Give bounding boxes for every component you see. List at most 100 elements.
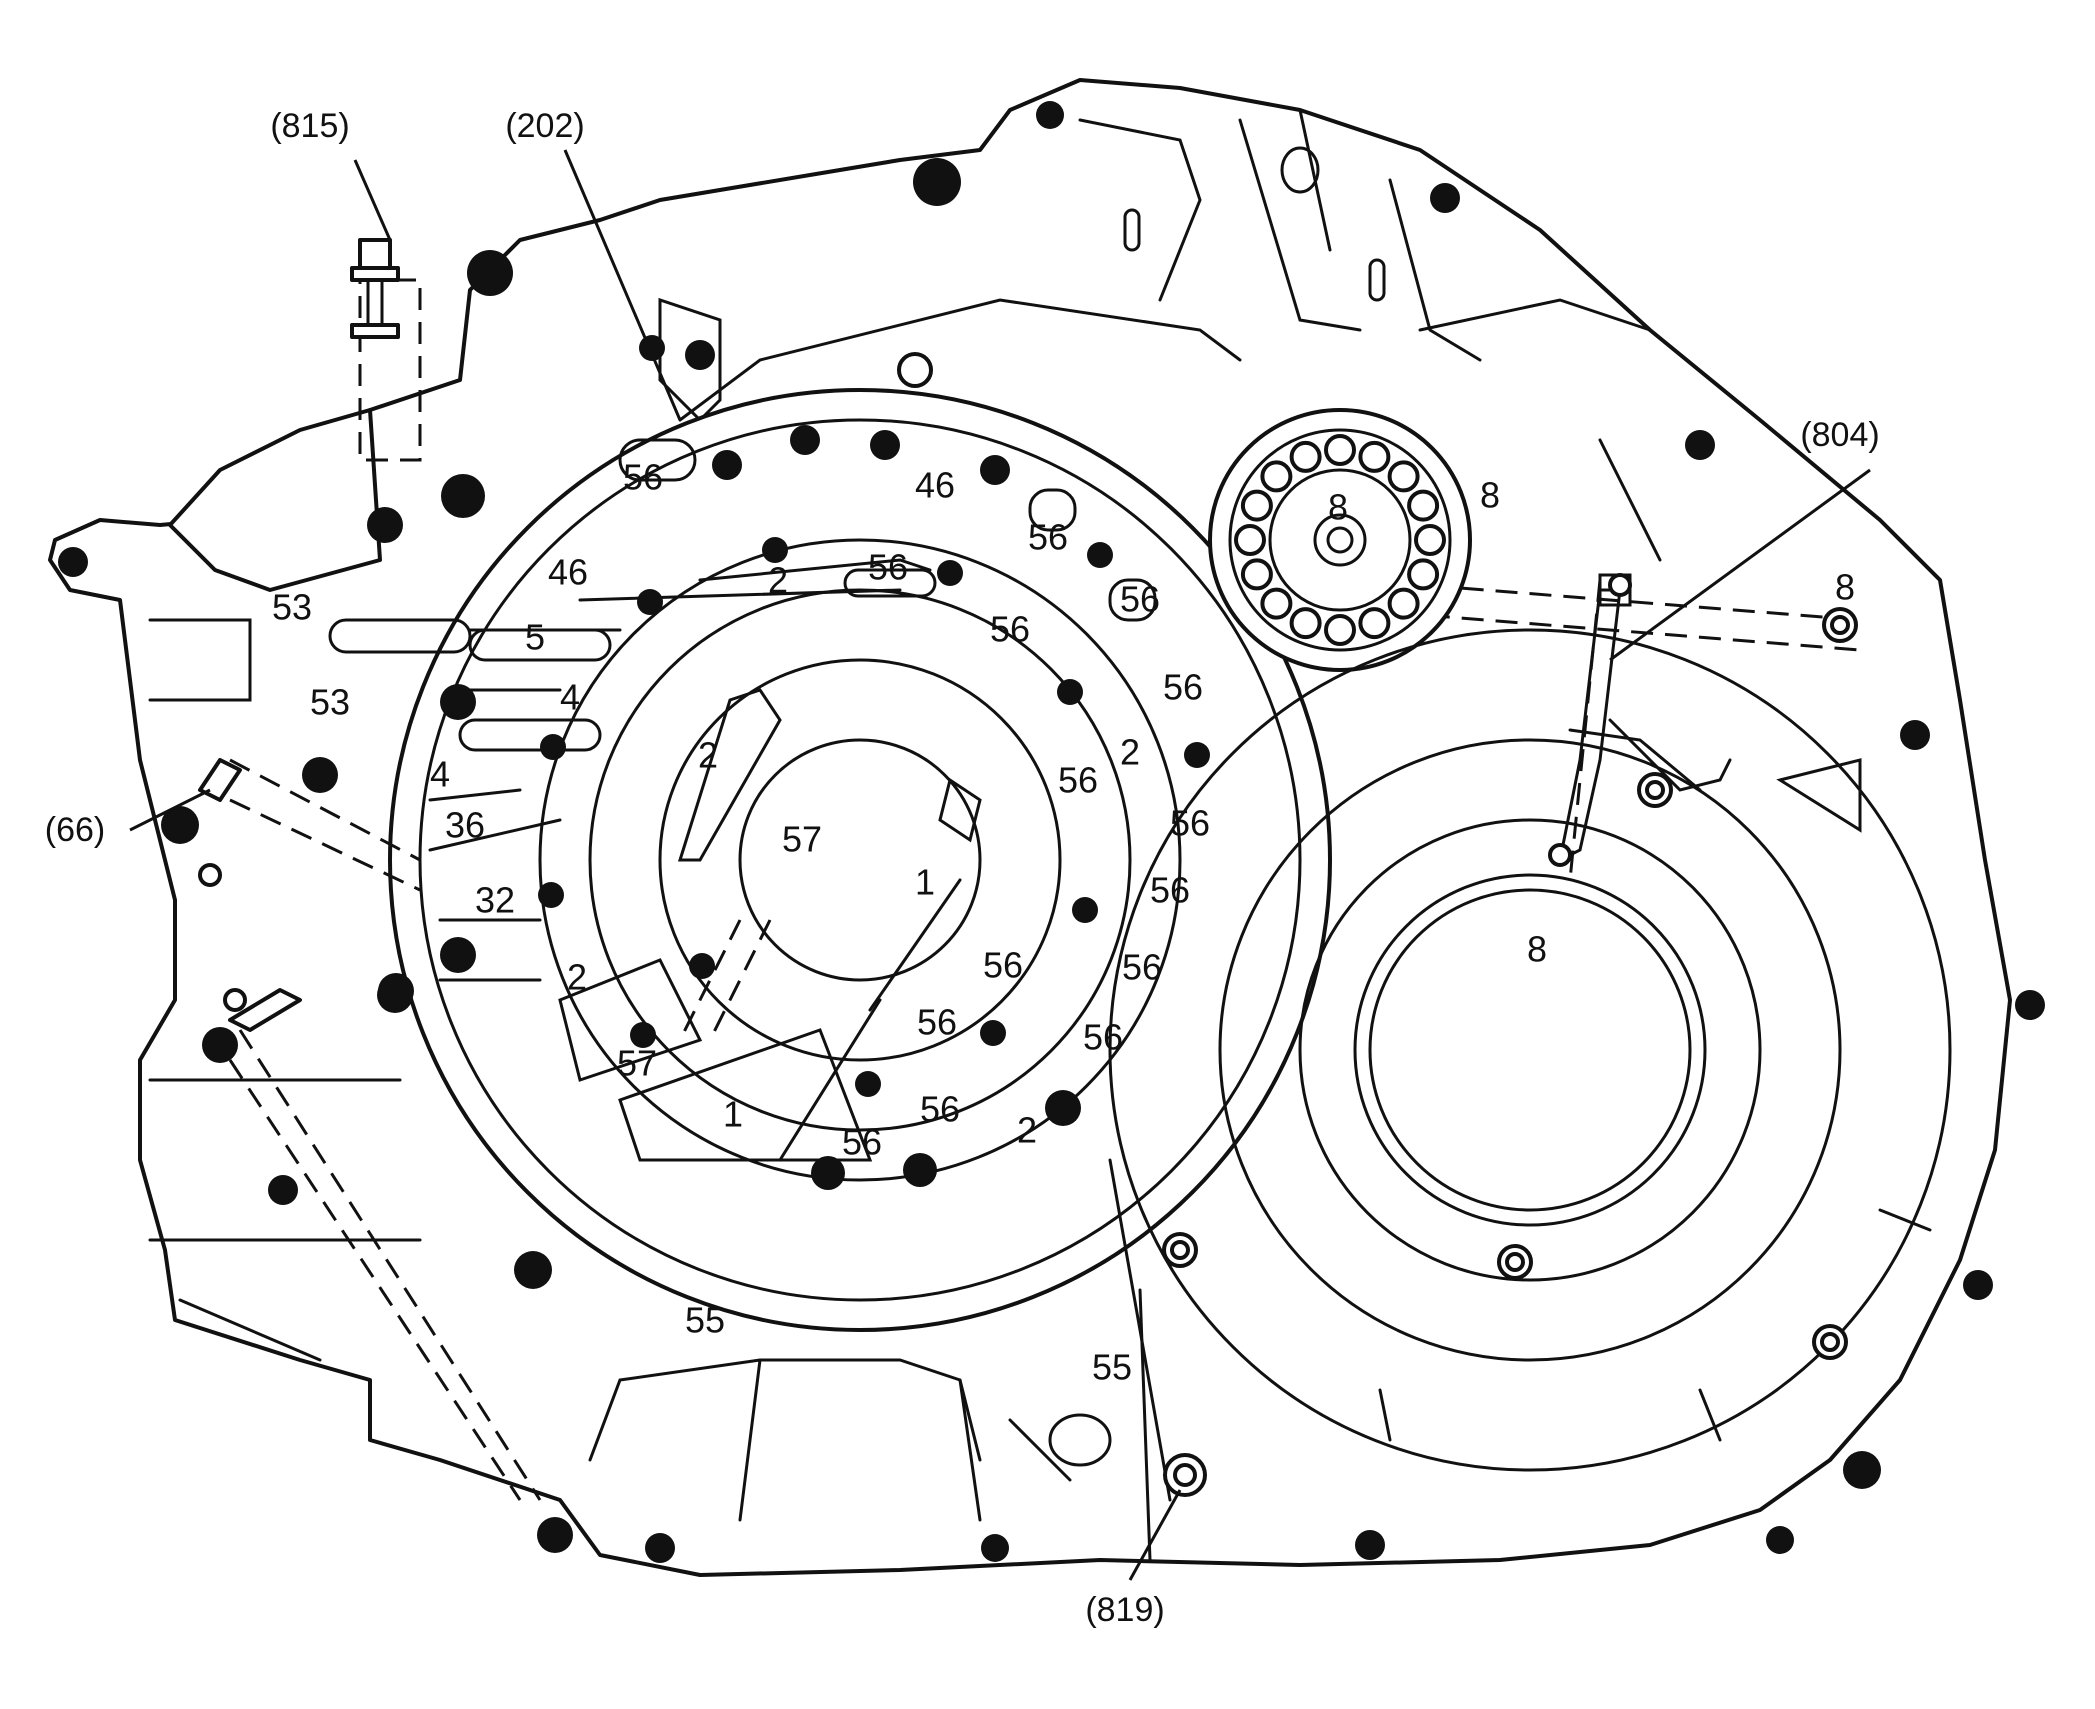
- port-label: 55: [685, 1300, 725, 1341]
- bolt-hole: [268, 1175, 298, 1205]
- bolt-hole: [440, 937, 476, 973]
- port-label: 2: [698, 735, 718, 776]
- bolt-hole: [645, 1533, 675, 1563]
- bolt-hole: [762, 537, 788, 563]
- bolt-hole: [790, 425, 820, 455]
- bolt-hole: [1355, 1530, 1385, 1560]
- port-label: 56: [1163, 667, 1203, 708]
- bolt-hole: [1045, 1090, 1081, 1126]
- bolt-hole: [467, 250, 513, 296]
- bolt-hole: [811, 1156, 845, 1190]
- converter-housing: [1108, 628, 1952, 1472]
- bolt-hole: [367, 507, 403, 543]
- pump-tooth: [1260, 460, 1293, 493]
- callout-815: (815): [270, 107, 349, 145]
- pump-tooth: [1414, 524, 1446, 556]
- callout-202: (202): [505, 107, 584, 145]
- bolt-hole: [58, 547, 88, 577]
- bolt-hole: [1036, 101, 1064, 129]
- bolt-hole: [161, 806, 199, 844]
- port-label: 8: [1480, 475, 1500, 516]
- port-label: 55: [1092, 1347, 1132, 1388]
- port-label: 56: [1083, 1017, 1123, 1058]
- valve-body-plate: [388, 388, 1332, 1332]
- port-label: 4: [560, 677, 580, 718]
- bolt-hole: [538, 882, 564, 908]
- bolt-hole: [913, 158, 961, 206]
- bolt-hole: [540, 734, 566, 760]
- bolt-hole: [981, 1534, 1009, 1562]
- bolt-hole: [1072, 897, 1098, 923]
- port-labels: 56 46 56 46 2 56 56 53 56 5 53 4 56 2 2 …: [272, 457, 1855, 1388]
- port-label: 56: [1028, 517, 1068, 558]
- bolt-hole: [378, 973, 414, 1009]
- port-label: 53: [272, 587, 312, 628]
- bolt-hole: [2015, 990, 2045, 1020]
- bolt-hole: [1057, 679, 1083, 705]
- port-label: 56: [920, 1089, 960, 1130]
- port-label: 57: [617, 1043, 657, 1084]
- bolt-hole: [1900, 720, 1930, 750]
- port-label: 32: [475, 880, 515, 921]
- left-bracket: [148, 408, 422, 1362]
- bolt-holes: [58, 101, 2045, 1563]
- port-label: 4: [430, 754, 450, 795]
- pump-tooth: [1240, 489, 1273, 522]
- port-label: 56: [868, 547, 908, 588]
- pump-tooth: [1358, 607, 1391, 640]
- bolt-815: [350, 238, 400, 339]
- port-label: 1: [915, 862, 935, 903]
- bolt-hole: [441, 474, 485, 518]
- port-label: 2: [1017, 1110, 1037, 1151]
- bolt-hole: [712, 450, 742, 480]
- bolt-hole: [1766, 1526, 1794, 1554]
- bolt-hole: [1430, 183, 1460, 213]
- bolt-hole: [1184, 742, 1210, 768]
- callout-labels: (815) (202) (804) (66) (819): [45, 107, 1880, 1629]
- port-label: 56: [990, 609, 1030, 650]
- port-label: 56: [1170, 803, 1210, 844]
- pump-tooth: [1324, 614, 1356, 646]
- pump-tooth: [1289, 607, 1322, 640]
- pump-tooth: [1387, 460, 1420, 493]
- pump-tooth: [1387, 587, 1420, 620]
- bolt-hole: [302, 757, 338, 793]
- port-label: 56: [1120, 579, 1160, 620]
- bolt-hole: [689, 953, 715, 979]
- port-label: 56: [917, 1002, 957, 1043]
- bolt-hole: [514, 1251, 552, 1289]
- port-label: 56: [1150, 870, 1190, 911]
- port-label: 46: [915, 465, 955, 506]
- lower-webs: [588, 1158, 1172, 1562]
- port-label: 36: [445, 805, 485, 846]
- port-label: 2: [1120, 732, 1140, 773]
- port-label: 2: [567, 957, 587, 998]
- port-label: 56: [623, 457, 663, 498]
- bolt-hole: [980, 455, 1010, 485]
- pump-tooth: [1358, 440, 1391, 473]
- bolt-hole: [980, 1020, 1006, 1046]
- left-port-slots: [328, 438, 1157, 752]
- pump-tooth: [1289, 440, 1322, 473]
- port-label: 56: [1058, 760, 1098, 801]
- pump-teeth: [1234, 434, 1446, 646]
- bolt-hole: [637, 589, 663, 615]
- pump-tooth: [1260, 587, 1293, 620]
- callout-66: (66): [45, 811, 105, 849]
- port-label: 56: [1122, 947, 1162, 988]
- port-label: 1: [723, 1094, 743, 1135]
- bolt-hole: [1685, 430, 1715, 460]
- callout-819: (819): [1085, 1591, 1164, 1629]
- port-label: 2: [768, 560, 788, 601]
- bolt-hole: [855, 1071, 881, 1097]
- pump-tooth: [1240, 558, 1273, 591]
- pump-tooth: [1407, 489, 1440, 522]
- bolt-hole: [1843, 1451, 1881, 1489]
- port-label: 56: [842, 1122, 882, 1163]
- port-label: 8: [1835, 567, 1855, 608]
- port-label: 57: [782, 819, 822, 860]
- pump-tooth: [1234, 524, 1266, 556]
- port-label: 56: [983, 945, 1023, 986]
- bolt-hole: [202, 1027, 238, 1063]
- bolt-hole: [937, 560, 963, 586]
